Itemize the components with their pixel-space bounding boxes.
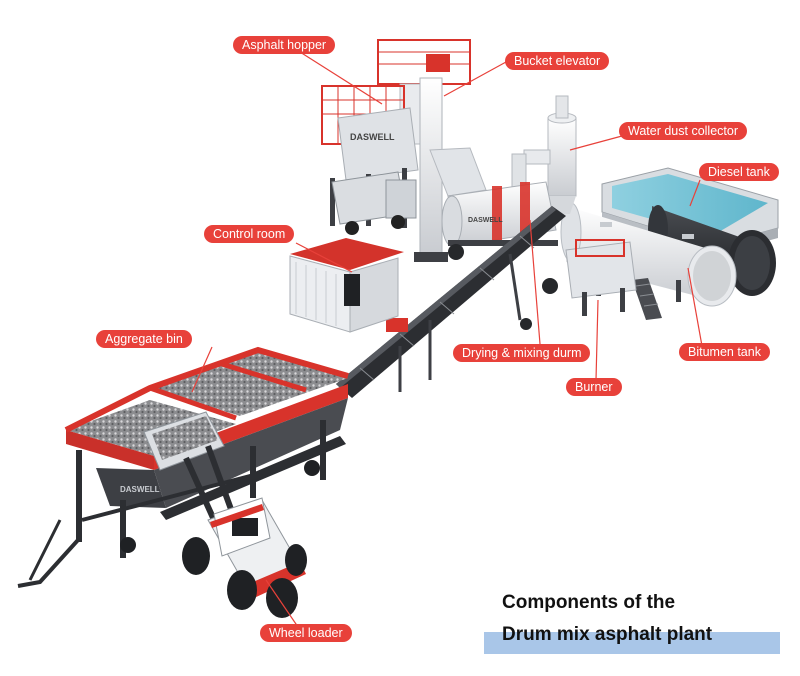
callout-drying-mixing-drum: Drying & mixing durm [453, 344, 591, 362]
callout-asphalt-hopper: Asphalt hopper [233, 36, 336, 54]
conveyor-equipment [336, 206, 566, 398]
callout-bucket-elevator: Bucket elevator [505, 52, 610, 70]
callout-control-room: Control room [204, 225, 295, 243]
caption-highlight-band [484, 632, 780, 654]
caption-line-1: Components of the [502, 592, 676, 613]
dust-collector-equipment [511, 95, 577, 214]
callout-water-dust-collector: Water dust collector [619, 122, 747, 140]
callout-burner: Burner [566, 378, 622, 396]
hopper-tower-equipment: DASWELL [321, 39, 487, 262]
callout-diesel-tank: Diesel tank [699, 163, 779, 181]
bin-brand-text: DASWELL [120, 485, 160, 494]
callout-aggregate-bin: Aggregate bin [96, 330, 192, 348]
callout-wheel-loader: Wheel loader [260, 624, 352, 642]
wheel-loader-equipment [143, 411, 307, 618]
tower-brand-text: DASWELL [350, 132, 395, 142]
control-room-equipment [289, 238, 404, 333]
leader-lines [191, 51, 703, 628]
caption-line-2: Drum mix asphalt plant [502, 624, 713, 645]
drum-brand-text: DASWELL [468, 217, 503, 224]
callout-bitumen-tank: Bitumen tank [679, 343, 770, 361]
bitumen-tank-equipment [560, 202, 737, 320]
